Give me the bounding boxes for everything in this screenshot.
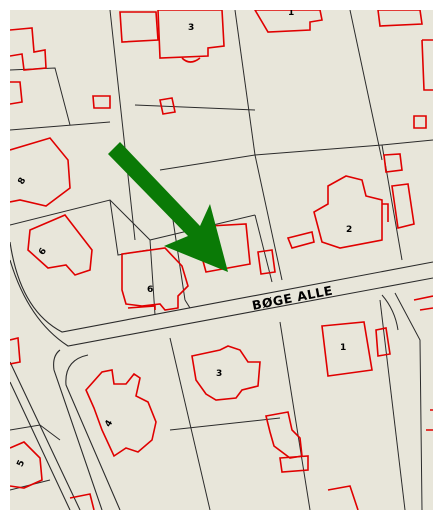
house-number: 6 [147, 285, 153, 295]
building [327, 485, 359, 510]
road-network [10, 241, 433, 510]
building [279, 455, 309, 473]
building [413, 295, 433, 311]
house-number: 3 [216, 369, 222, 379]
building-house-3-top [157, 10, 225, 59]
building [254, 10, 323, 33]
house-number: 1 [288, 10, 294, 18]
street-name-label: BØGE ALLE [251, 283, 334, 313]
building [10, 441, 43, 489]
building [10, 336, 21, 365]
building-house-4 [85, 369, 157, 458]
building-house-3-bottom [191, 345, 261, 401]
building [382, 203, 389, 222]
house-number: 1 [340, 343, 346, 353]
building-house-1 [321, 321, 373, 377]
building [119, 11, 159, 43]
boege-alle-south-edge [10, 259, 433, 347]
house-number: 8 [17, 176, 29, 186]
cross-street-east-edge [65, 354, 121, 510]
house-number: 5 [16, 459, 28, 469]
building [127, 305, 156, 310]
building [159, 97, 176, 115]
building [421, 39, 433, 91]
building [257, 249, 276, 275]
building-house-2 [313, 175, 383, 249]
building [426, 409, 433, 431]
building [413, 115, 427, 129]
left-road-east-edge [10, 361, 81, 510]
building [181, 57, 201, 63]
building-house-6 [121, 247, 189, 311]
building [286, 231, 315, 249]
house-numbers: 3 1 8 6 6 2 3 1 4 5 [16, 10, 353, 469]
building [69, 493, 95, 510]
left-road-west-edge [10, 381, 71, 510]
building-house-6-left [27, 214, 93, 276]
building [92, 95, 111, 109]
house-number: 6 [37, 246, 49, 257]
building [383, 153, 403, 173]
house-number: 2 [346, 225, 352, 235]
building [375, 327, 391, 357]
house-number: 4 [103, 419, 115, 429]
house-number: 3 [188, 23, 194, 33]
building [391, 183, 415, 229]
buildings [10, 10, 433, 510]
building [377, 10, 423, 27]
location-arrow-icon[interactable] [108, 142, 228, 272]
boege-alle-north-edge [10, 241, 433, 333]
cross-street-west-edge [53, 349, 103, 510]
map-svg: 3 1 8 6 6 2 3 1 4 5 BØGE ALLE [10, 10, 433, 510]
building-house-8 [10, 137, 71, 207]
building [10, 81, 23, 105]
building [10, 27, 47, 71]
map-canvas[interactable]: 3 1 8 6 6 2 3 1 4 5 BØGE ALLE [10, 10, 433, 510]
